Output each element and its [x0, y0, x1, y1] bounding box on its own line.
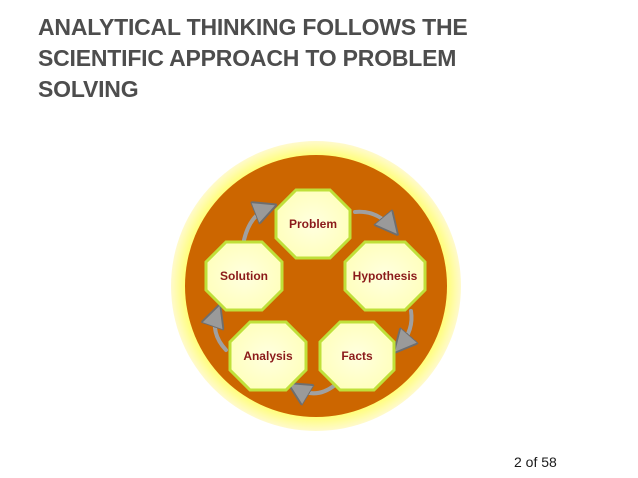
node-facts-shape	[318, 320, 396, 392]
title-line-3: SOLVING	[38, 76, 139, 102]
title-line-1: ANALYTICAL THINKING FOLLOWS THE	[38, 14, 468, 40]
arrow-facts-to-analysis	[296, 385, 337, 393]
node-solution-label: Solution	[220, 269, 268, 283]
slide-title: ANALYTICAL THINKING FOLLOWS THE SCIENTIF…	[38, 12, 598, 105]
node-problem-label: Problem	[289, 217, 337, 231]
node-hypothesis-label: Hypothesis	[353, 269, 418, 283]
arrow-solution-to-problem	[242, 208, 268, 242]
page-number: 2 of 58	[514, 454, 557, 470]
node-solution: Solution	[204, 240, 284, 312]
node-analysis: Analysis	[228, 320, 308, 392]
node-problem-shape	[274, 188, 352, 260]
node-hypothesis-shape	[343, 240, 427, 312]
node-analysis-shape	[228, 320, 308, 392]
node-solution-shape	[204, 240, 284, 312]
arrow-analysis-to-solution	[215, 313, 228, 352]
arrow-hypothesis-to-facts	[400, 309, 412, 346]
title-line-2: SCIENTIFIC APPROACH TO PROBLEM	[38, 45, 457, 71]
node-hypothesis: Hypothesis	[343, 240, 427, 312]
node-problem: Problem	[274, 188, 352, 260]
node-facts: Facts	[318, 320, 396, 392]
cycle-arrows	[215, 208, 412, 393]
node-facts-label: Facts	[341, 349, 373, 363]
arrow-problem-to-hypothesis	[353, 212, 392, 228]
node-analysis-label: Analysis	[243, 349, 293, 363]
